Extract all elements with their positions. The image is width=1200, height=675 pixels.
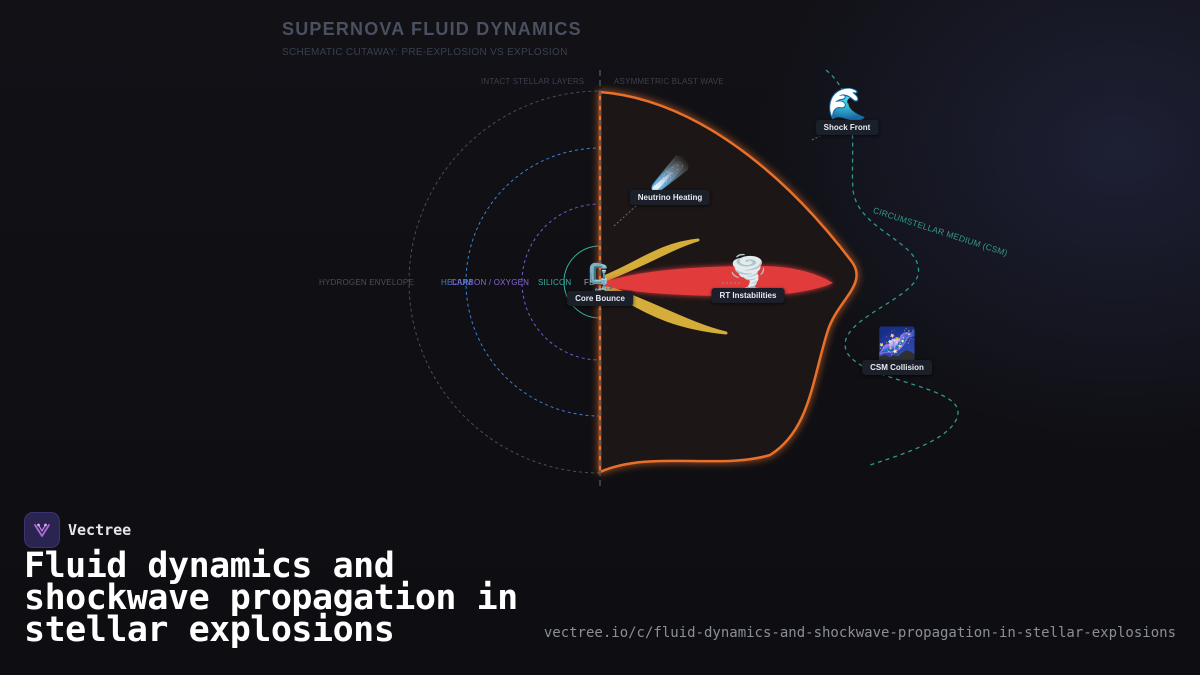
hydrogen-envelope-label: HYDROGEN ENVELOPE <box>319 278 414 287</box>
shock-front-label: Shock Front <box>815 120 879 135</box>
csm-collision-label: CSM Collision <box>862 360 932 375</box>
page-headline: Fluid dynamics and shockwave propagation… <box>24 546 518 650</box>
helium-ring <box>465 147 600 417</box>
brand[interactable]: Vectree <box>24 512 131 548</box>
diagram-title: SUPERNOVA FLUID DYNAMICS <box>282 19 582 39</box>
core-bounce-node[interactable]: 🗜️ Core Bounce <box>567 263 633 306</box>
rt-instabilities-label: RT Instabilities <box>711 288 785 303</box>
vectree-logo-icon <box>24 512 60 548</box>
rt-instabilities-node[interactable]: 🌪️ RT Instabilities <box>711 253 785 303</box>
milky-way-icon: 🌌 <box>877 325 917 363</box>
compression-clamp-icon: 🗜️ <box>583 263 617 293</box>
wave-icon: 🌊 <box>827 85 867 123</box>
shock-front-connector <box>811 135 821 141</box>
brand-name: Vectree <box>68 521 132 539</box>
blast-wave-label: ASYMMETRIC BLAST WAVE <box>614 77 724 86</box>
diagram-subtitle: SCHEMATIC CUTAWAY: PRE-EXPLOSION VS EXPL… <box>282 47 568 58</box>
csm-collision-node[interactable]: 🌌 CSM Collision <box>862 326 932 375</box>
upper-lobe <box>604 238 700 282</box>
silicon-ring <box>563 245 600 319</box>
tornado-icon: 🌪️ <box>728 253 768 291</box>
comet-icon: ☄️ <box>650 155 690 193</box>
core-bounce-label: Core Bounce <box>567 291 633 306</box>
intact-layers-label: INTACT STELLAR LAYERS <box>481 77 585 86</box>
shock-front-node[interactable]: 🌊 Shock Front <box>815 85 879 135</box>
neutrino-connector <box>613 205 637 227</box>
neutrino-heating-node[interactable]: ☄️ Neutrino Heating <box>629 155 711 205</box>
helium-label: HELIUM <box>441 278 473 287</box>
silicon-label: SILICON <box>538 278 572 287</box>
lower-lobe <box>604 284 728 335</box>
neutrino-heating-label: Neutrino Heating <box>629 190 711 205</box>
csm-boundary <box>825 69 959 466</box>
iron-core-label: FE <box>584 278 595 287</box>
page-url[interactable]: vectree.io/c/fluid-dynamics-and-shockwav… <box>543 625 1176 641</box>
carbon-oxygen-label: CARBON / OXYGEN <box>451 278 530 287</box>
